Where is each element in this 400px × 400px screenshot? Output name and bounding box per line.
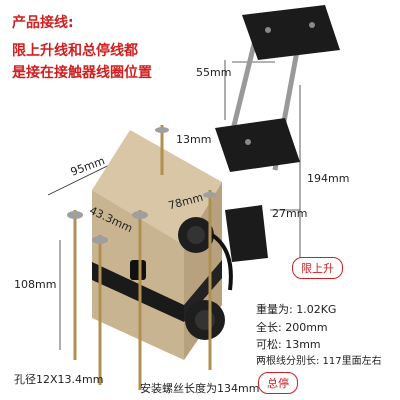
main-stop-tag: 总停	[258, 372, 298, 394]
lift-arm	[215, 5, 340, 262]
heading-line-1: 产品接线:	[12, 15, 74, 31]
dim-108: 108mm	[14, 278, 57, 291]
hole-size: 孔径12X13.4mm	[14, 373, 104, 386]
dim-13: 13mm	[176, 133, 212, 146]
dim-194: 194mm	[307, 172, 350, 185]
spec-wires: 两根线分别长: 117里面左右	[256, 356, 382, 367]
heading-line-2: 限上升线和总停线都	[12, 43, 138, 59]
switch-housing	[92, 130, 222, 360]
spec-weight: 重量为: 1.02KG	[256, 303, 337, 316]
spec-travel: 可松: 13mm	[256, 338, 321, 351]
dim-55: 55mm	[196, 66, 232, 79]
dim-27: 27mm	[272, 207, 308, 220]
heading-line-3: 是接在接触器线圈位置	[12, 65, 152, 81]
screw-length: 安装螺丝长度为134mm	[140, 382, 260, 395]
spec-length: 全长: 200mm	[256, 321, 328, 334]
upper-limit-tag: 限上升	[292, 257, 343, 279]
